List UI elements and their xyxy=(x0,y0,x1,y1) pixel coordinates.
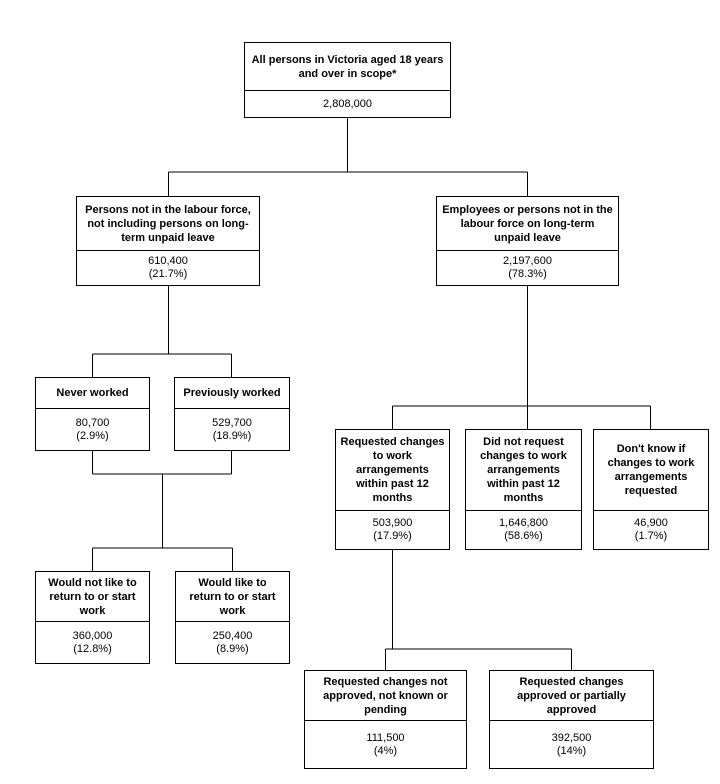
node-count: 2,808,000 xyxy=(323,97,372,110)
node-would-like: Would like to return to or start work 25… xyxy=(175,571,290,664)
node-title: Never worked xyxy=(56,387,129,399)
node-title: Requested changes not approved, not know… xyxy=(323,675,448,716)
node-count: 111,500 xyxy=(366,731,405,744)
node-would-not-like: Would not like to return to or start wor… xyxy=(35,571,150,664)
connector-employees xyxy=(392,286,651,429)
node-title: Did not request changes to work arrangem… xyxy=(480,436,567,504)
node-count: 2,197,600 xyxy=(503,255,552,267)
node-title: All persons in Victoria aged 18 years an… xyxy=(251,53,444,80)
node-never-worked: Never worked 80,700(2.9%) xyxy=(35,377,150,451)
node-percent: (8.9%) xyxy=(216,642,249,655)
node-title: Employees or persons not in the labour f… xyxy=(442,203,613,244)
node-count: 250,400 xyxy=(212,629,253,642)
node-count: 80,700 xyxy=(75,416,110,429)
node-approved: Requested changes approved or partially … xyxy=(489,670,654,769)
node-percent: (21.7%) xyxy=(148,268,188,280)
node-not-labour-force: Persons not in the labour force, not inc… xyxy=(76,196,260,286)
node-percent: (12.8%) xyxy=(73,642,112,655)
node-title: Requested changes approved or partially … xyxy=(517,675,626,716)
node-count: 529,700 xyxy=(212,416,252,429)
node-title: Would like to return to or start work xyxy=(189,576,276,617)
node-previously-worked: Previously worked 529,700(18.9%) xyxy=(174,377,290,451)
connector-requested xyxy=(385,550,572,670)
node-root: All persons in Victoria aged 18 years an… xyxy=(244,42,451,118)
connector-root xyxy=(168,118,528,196)
node-dont-know: Don't know if changes to work arrangemen… xyxy=(593,429,709,550)
node-not-approved: Requested changes not approved, not know… xyxy=(304,670,467,769)
node-title: Requested changes to work arrangements w… xyxy=(340,436,445,504)
node-percent: (4%) xyxy=(373,744,398,757)
node-percent: (14%) xyxy=(556,744,587,757)
node-requested-changes: Requested changes to work arrangements w… xyxy=(335,429,450,550)
node-employees: Employees or persons not in the labour f… xyxy=(436,196,619,286)
connector-worked-merge xyxy=(92,451,233,571)
node-percent: (1.7%) xyxy=(634,530,668,542)
node-count: 46,900 xyxy=(634,517,668,529)
node-percent: (78.3%) xyxy=(508,268,547,280)
node-count: 1,646,800 xyxy=(499,517,548,529)
node-title: Previously worked xyxy=(183,387,281,399)
node-percent: (18.9%) xyxy=(212,429,252,442)
node-count: 610,400 xyxy=(148,255,188,267)
connector-not-labour-force xyxy=(92,286,232,377)
node-percent: (58.6%) xyxy=(504,530,543,542)
node-did-not-request: Did not request changes to work arrangem… xyxy=(465,429,582,550)
node-count: 503,900 xyxy=(372,517,413,529)
node-percent: (17.9%) xyxy=(373,530,412,542)
node-count: 360,000 xyxy=(72,629,113,642)
node-title: Persons not in the labour force, not inc… xyxy=(85,203,251,244)
node-title: Don't know if changes to work arrangemen… xyxy=(607,443,695,497)
node-percent: (2.9%) xyxy=(76,429,109,442)
node-count: 392,500 xyxy=(551,731,592,744)
node-title: Would not like to return to or start wor… xyxy=(48,576,137,617)
